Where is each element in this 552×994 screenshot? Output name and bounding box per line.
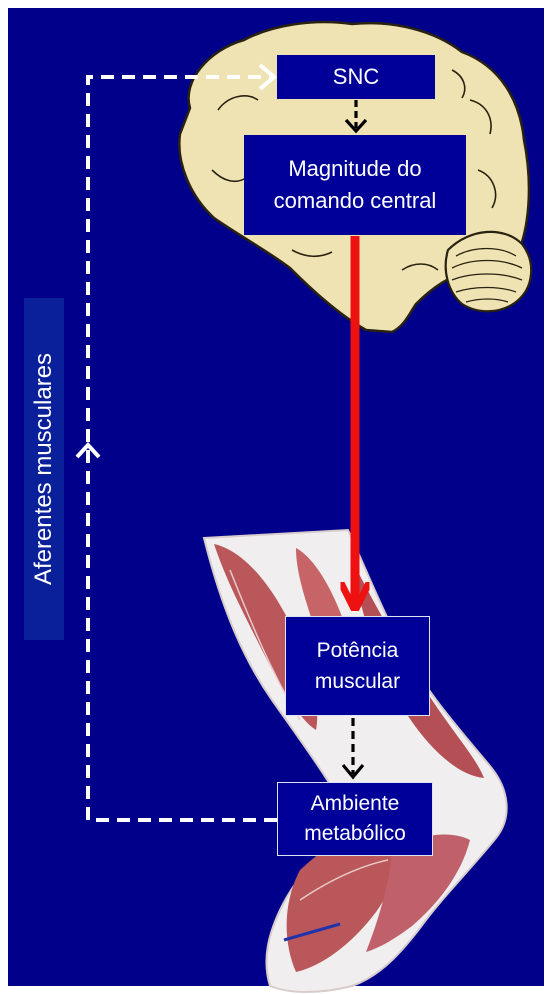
afferent-label-panel: Aferentes musculares <box>24 298 64 640</box>
snc-box: SNC <box>277 55 435 99</box>
muscle-power-box: Potência muscular <box>285 616 430 716</box>
central-command-label: Magnitude do comando central <box>274 153 437 217</box>
muscle-power-label: Potência muscular <box>315 635 400 697</box>
metabolic-environment-label: Ambiente metabólico <box>304 789 406 849</box>
snc-label: SNC <box>333 64 379 90</box>
metabolic-environment-box: Ambiente metabólico <box>277 782 433 856</box>
central-command-box: Magnitude do comando central <box>244 135 466 235</box>
afferent-label-text: Aferentes musculares <box>30 353 58 585</box>
